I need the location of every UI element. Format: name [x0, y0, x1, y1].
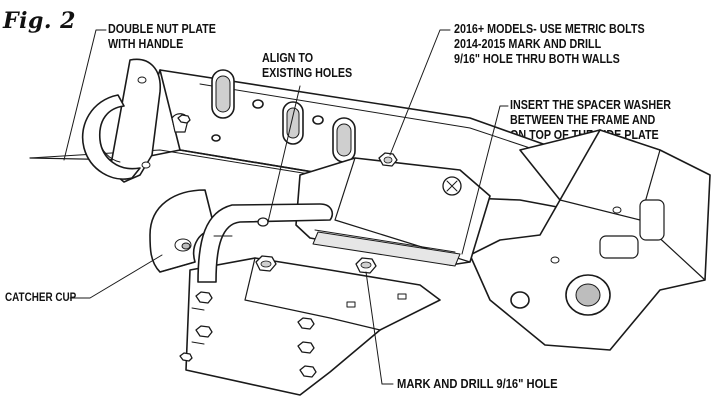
bolt-rail: [177, 114, 191, 124]
callout-align-line2: EXISTING HOLES: [262, 66, 353, 80]
callout-spacer-line2: BETWEEN THE FRAME AND: [510, 113, 656, 127]
callout-double-nut-line2: WITH HANDLE: [108, 37, 184, 51]
callout-align-holes: ALIGN TO EXISTING HOLES: [262, 51, 352, 81]
bolt-catcher: [255, 255, 277, 272]
lower-plate: [185, 257, 441, 396]
bolt-top: [378, 152, 398, 167]
callout-align-line1: ALIGN TO: [262, 51, 314, 65]
callout-mark-line1: MARK AND DRILL 9/16" HOLE: [397, 376, 558, 391]
leader-catcher: [69, 254, 163, 299]
bolt-flange: [442, 176, 462, 196]
callout-mark-drill: MARK AND DRILL 9/16" HOLE: [397, 376, 558, 391]
bolt-align: [257, 217, 269, 227]
bolts-lower-right: [297, 317, 317, 378]
right-bracket: [469, 129, 711, 351]
callout-models: 2016+ MODELS- USE METRIC BOLTS 2014-2015…: [454, 22, 645, 67]
bolts: [177, 114, 462, 378]
callout-models-line3: 9/16" HOLE THRU BOTH WALLS: [454, 52, 620, 66]
leader-models: [389, 29, 451, 156]
bolt-mark: [355, 257, 377, 274]
callout-models-line1: 2016+ MODELS- USE METRIC BOLTS: [454, 22, 645, 36]
callout-models-line2: 2014-2015 MARK AND DRILL: [454, 37, 602, 51]
leader-double-nut: [63, 29, 107, 161]
callout-catcher-line1: CATCHER CUP: [5, 292, 77, 304]
side-plate: [295, 157, 491, 267]
catcher-cup: [149, 189, 216, 273]
callout-double-nut-line1: DOUBLE NUT PLATE: [108, 22, 216, 36]
callout-catcher-cup: CATCHER CUP: [5, 291, 76, 306]
handle-rod: [197, 203, 334, 283]
callout-double-nut-plate: DOUBLE NUT PLATE WITH HANDLE: [108, 22, 216, 52]
figure-label: Fig. 2: [3, 8, 76, 34]
leader-spacer: [461, 105, 509, 255]
callout-spacer-line1: INSERT THE SPACER WASHER: [510, 98, 672, 112]
bolts-lower-left: [179, 291, 213, 362]
double-nut-plate: [81, 58, 189, 183]
leader-lines: [63, 29, 509, 385]
leader-align: [267, 85, 301, 223]
leader-mark: [365, 271, 394, 385]
